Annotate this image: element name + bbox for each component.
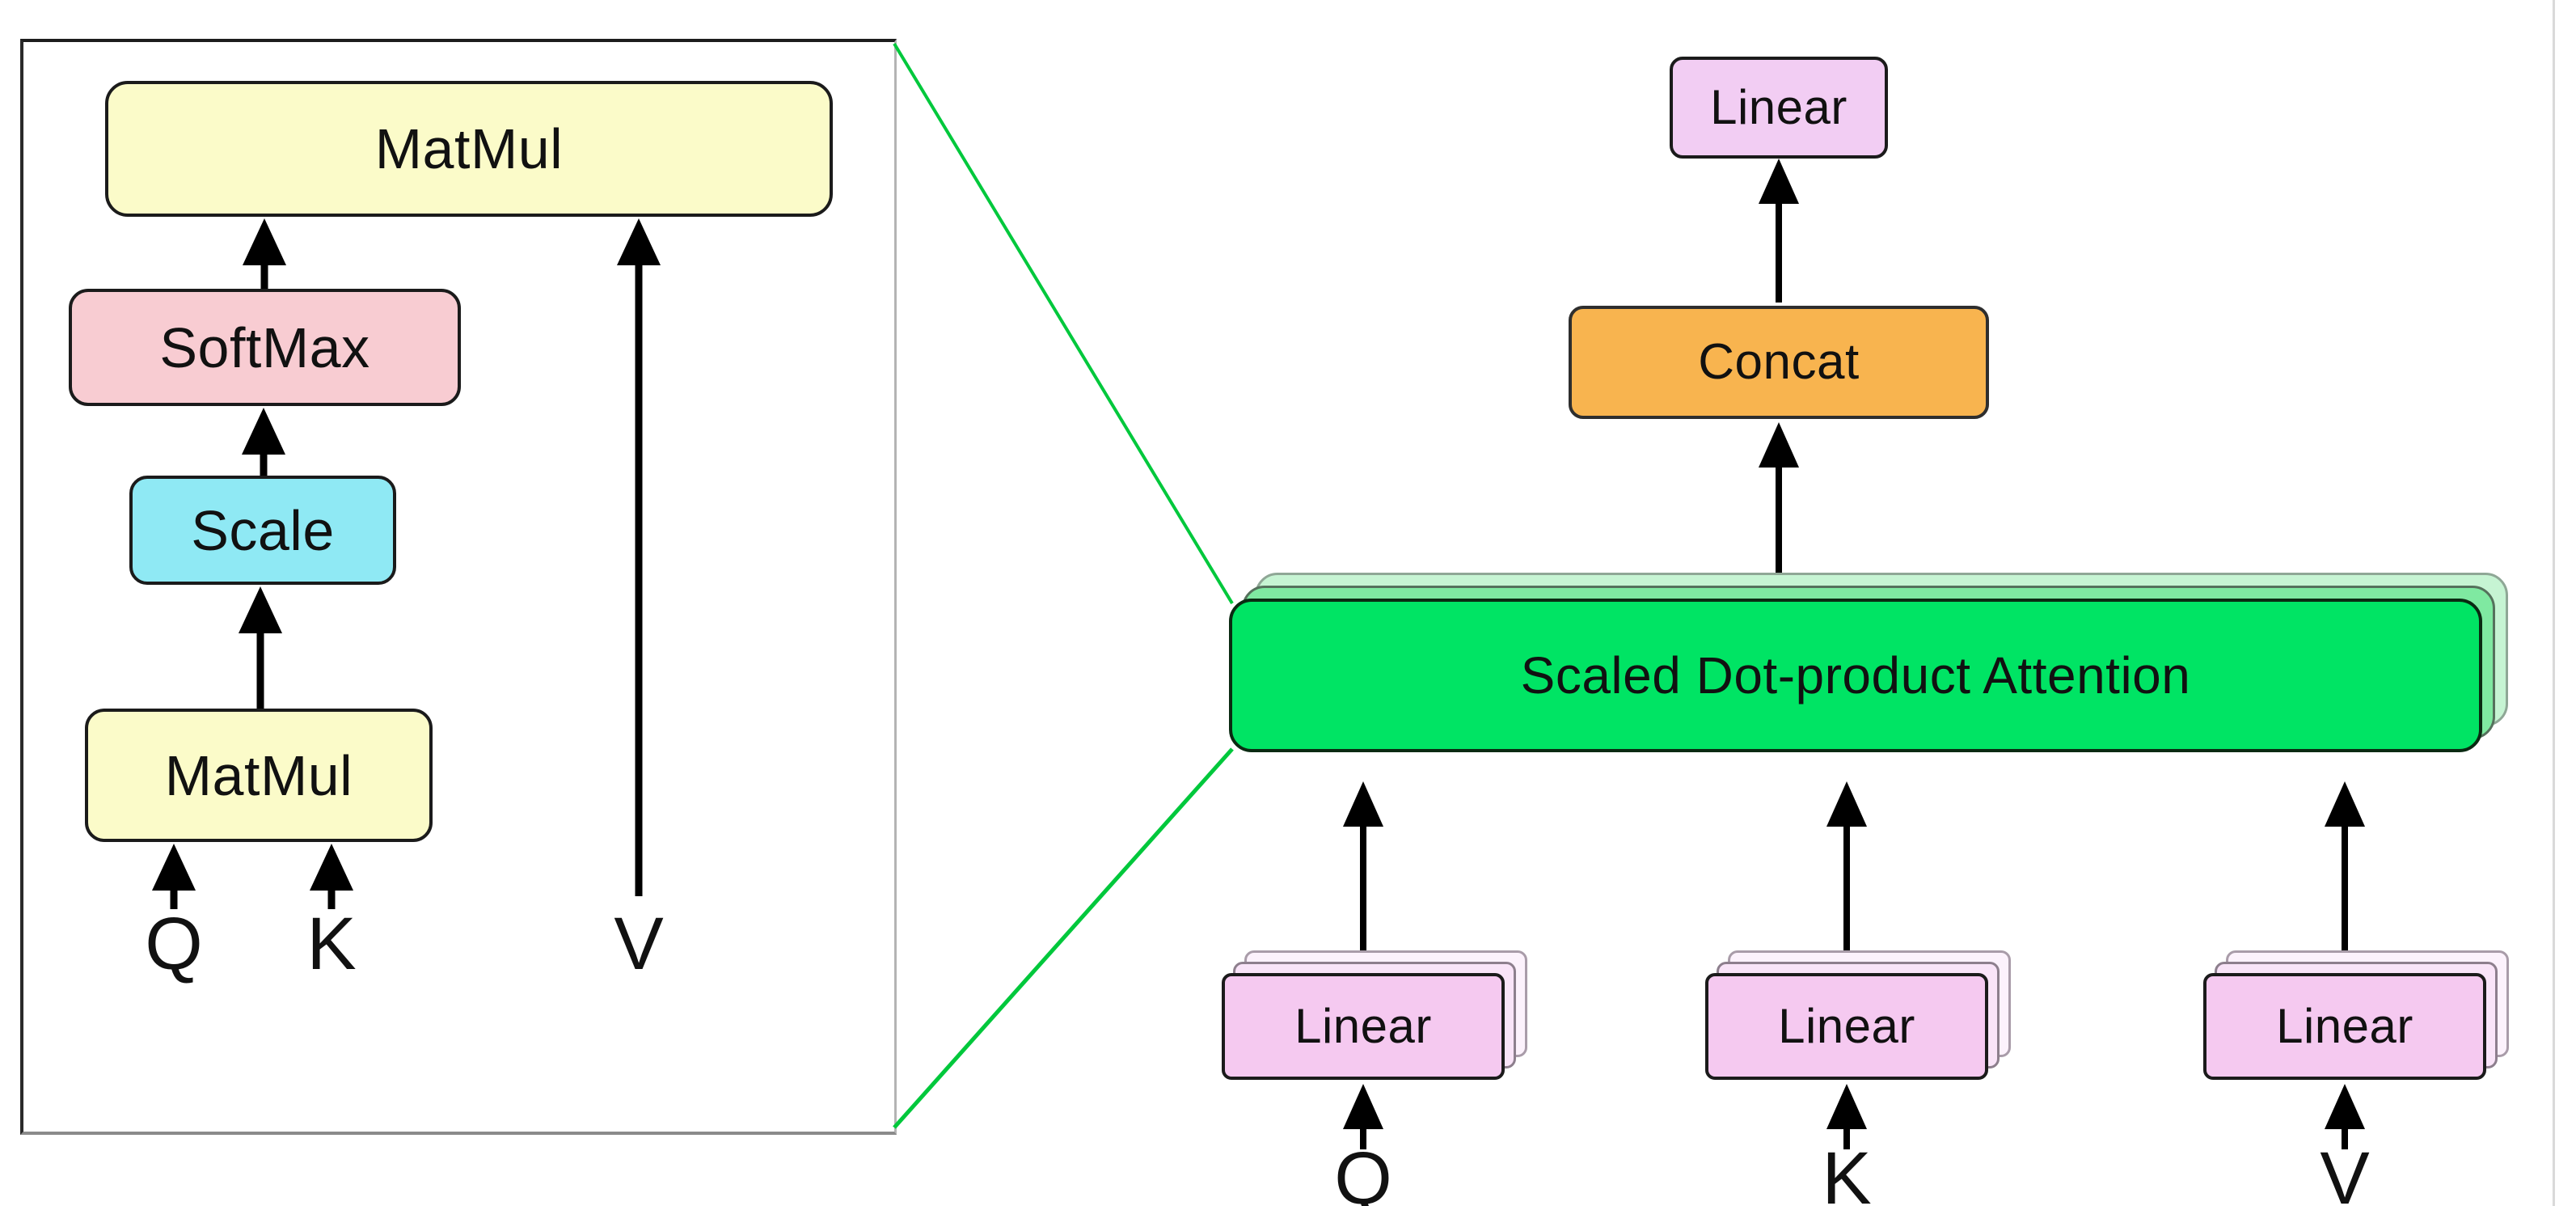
matmul-bottom-box: MatMul	[85, 709, 433, 842]
arrow-head-k-to-attention	[1826, 781, 1867, 963]
input-label-v-left: V	[614, 902, 664, 985]
scale-box: Scale	[129, 476, 396, 585]
zoom-guide-line-top	[893, 42, 1234, 605]
scaled-dot-product-attention-panel	[20, 39, 897, 1135]
input-label-q-right: Q	[1334, 1136, 1392, 1206]
scaled-dot-product-attention-box: Scaled Dot-product Attention	[1229, 599, 2482, 752]
input-label-k-right: K	[1822, 1136, 1872, 1206]
softmax-box: SoftMax	[69, 289, 461, 406]
linear-head-k-box: Linear	[1705, 973, 1988, 1080]
concat-box: Concat	[1569, 306, 1989, 419]
arrow-attention-to-concat	[1759, 422, 1799, 595]
input-label-k-left: K	[306, 902, 357, 985]
linear-head-q-box: Linear	[1222, 973, 1505, 1080]
matmul-top-box: MatMul	[105, 81, 833, 217]
arrow-head-v-to-attention	[2325, 781, 2365, 963]
arrow-head-q-to-attention	[1343, 781, 1383, 963]
input-label-q-left: Q	[145, 902, 203, 985]
input-label-v-right: V	[2320, 1136, 2370, 1206]
zoom-guide-line-bottom	[893, 747, 1234, 1129]
linear-head-v-box: Linear	[2203, 973, 2486, 1080]
linear-output-box: Linear	[1670, 57, 1888, 159]
arrow-concat-to-linear	[1759, 159, 1799, 303]
screenshot-right-edge-line	[2553, 0, 2555, 1206]
